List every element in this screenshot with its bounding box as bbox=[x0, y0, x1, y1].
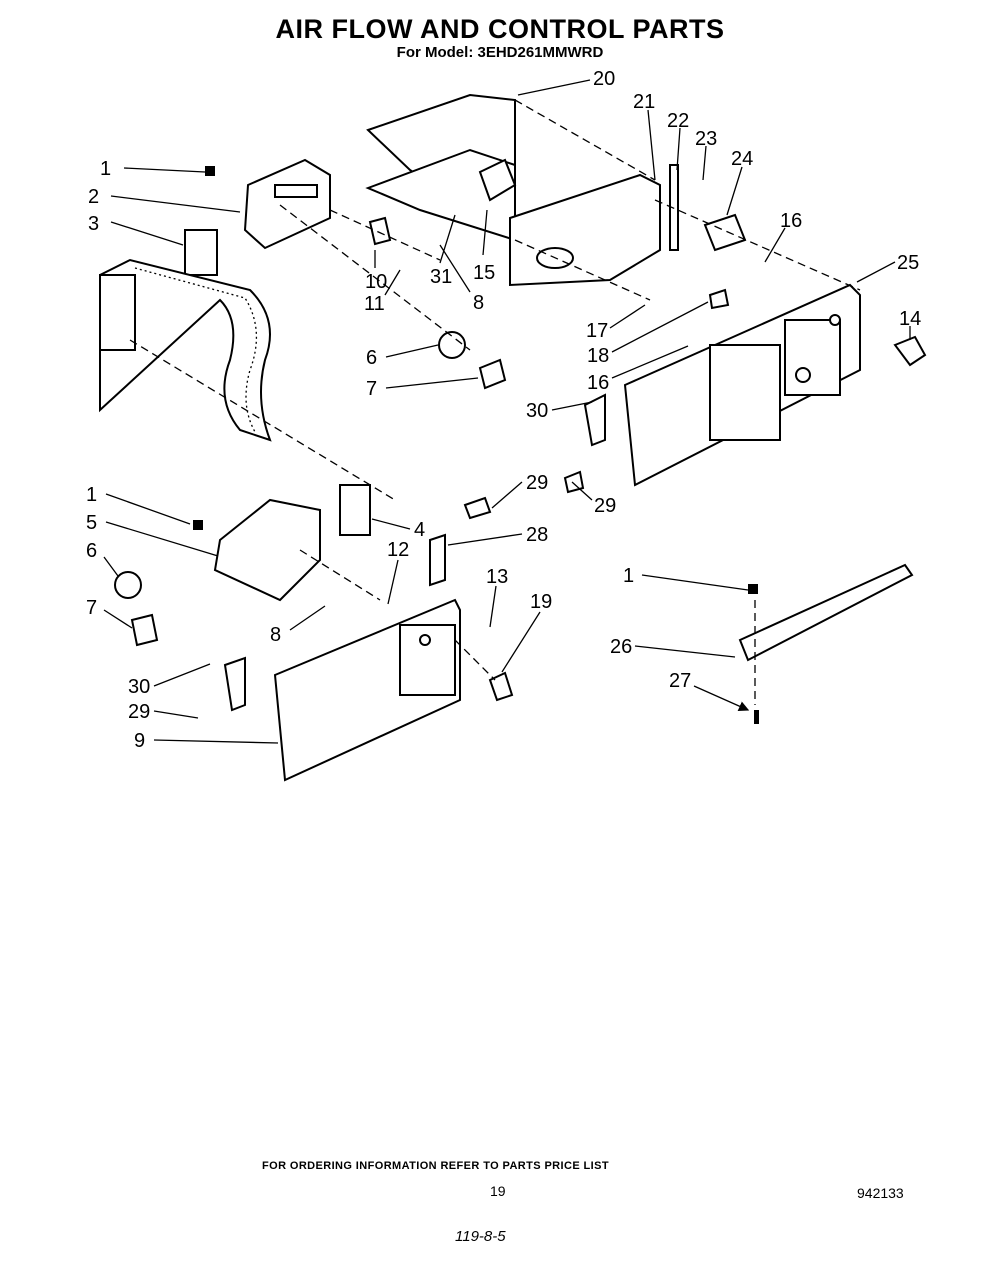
callout-label: 17 bbox=[586, 320, 608, 342]
callout-label: 18 bbox=[587, 345, 609, 367]
document-number: 942133 bbox=[857, 1185, 904, 1201]
diagram-title: AIR FLOW AND CONTROL PARTS bbox=[275, 14, 725, 44]
handwritten-note: 119-8-5 bbox=[455, 1228, 506, 1245]
callout-label: 19 bbox=[530, 591, 552, 613]
brackets-and-clips bbox=[223, 393, 606, 712]
model-number: For Model: 3EHD261MMWRD bbox=[396, 44, 604, 61]
callout-label: 12 bbox=[387, 539, 409, 561]
callout-label: 16 bbox=[780, 210, 802, 232]
callout-label: 26 bbox=[610, 636, 632, 658]
control-panel-lower bbox=[273, 598, 514, 782]
callout-label: 13 bbox=[486, 566, 508, 588]
page-number: 19 bbox=[490, 1183, 506, 1199]
callout-label: 11 bbox=[364, 293, 385, 315]
callout-label: 15 bbox=[473, 262, 495, 284]
air-duct-cover bbox=[365, 93, 516, 242]
freezer-liner-section bbox=[99, 258, 272, 442]
callout-label: 22 bbox=[667, 110, 689, 132]
trim-strip bbox=[738, 563, 914, 724]
callout-label: 3 bbox=[88, 213, 99, 235]
callout-label: 1 bbox=[623, 565, 634, 587]
callout-label: 5 bbox=[86, 512, 97, 534]
callout-label: 7 bbox=[366, 378, 377, 400]
callout-label: 8 bbox=[270, 624, 281, 646]
callout-label: 1 bbox=[86, 484, 97, 506]
callout-label: 4 bbox=[414, 519, 425, 541]
control-panel-upper bbox=[623, 283, 927, 487]
callout-label: 9 bbox=[134, 730, 145, 752]
callout-label: 6 bbox=[366, 347, 377, 369]
callout-label: 25 bbox=[897, 252, 919, 274]
callout-label: 20 bbox=[593, 68, 615, 90]
callout-label: 24 bbox=[731, 148, 753, 170]
callout-label: 1 bbox=[100, 158, 111, 180]
light-housing-upper bbox=[184, 158, 331, 276]
callout-label: 28 bbox=[526, 524, 548, 546]
callout-label: 6 bbox=[86, 540, 97, 562]
callout-label: 30 bbox=[128, 676, 150, 698]
callout-label: 29 bbox=[128, 701, 150, 723]
callout-label: 21 bbox=[633, 91, 655, 113]
callout-label: 23 bbox=[695, 128, 717, 150]
callout-label: 8 bbox=[473, 292, 484, 314]
callout-label: 2 bbox=[88, 186, 99, 208]
callout-label: 10 bbox=[365, 271, 387, 293]
light-housing-lower bbox=[114, 484, 371, 647]
control-housing-upper bbox=[478, 158, 661, 287]
callout-label: 29 bbox=[594, 495, 616, 517]
callout-label: 14 bbox=[899, 308, 921, 330]
callout-label: 30 bbox=[526, 400, 548, 422]
ordering-info-note: FOR ORDERING INFORMATION REFER TO PARTS … bbox=[262, 1160, 609, 1172]
callout-label: 27 bbox=[669, 670, 691, 692]
callout-label: 29 bbox=[526, 472, 548, 494]
leader-lines bbox=[103, 79, 911, 744]
callout-label: 31 bbox=[430, 266, 452, 288]
thermostat-parts bbox=[669, 164, 747, 310]
callout-label: 16 bbox=[587, 372, 609, 394]
light-socket-and-bulb-upper bbox=[368, 216, 507, 390]
callout-label: 7 bbox=[86, 597, 97, 619]
